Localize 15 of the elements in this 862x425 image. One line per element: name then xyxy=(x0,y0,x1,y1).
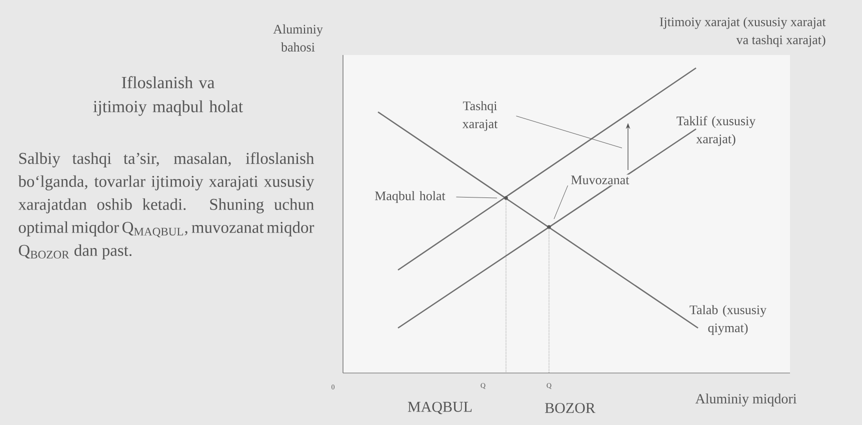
curve-label: Talab (xususiy qiymat) xyxy=(690,305,766,335)
paragraph: Salbiy tashqi ta’sir, masalan, ifloslanish bo‘lganda, tovarlar ijtimoiy xarajati xususiy xarajatdan oshib ketadi. Shuning uchun optimal miqdor Q$_{MAQBUL}$, muvozanat miqdor Q$_{BOZOR}$ dan past. xyxy=(18,152,314,260)
point-label: Maqbul holat xyxy=(375,191,446,203)
axis-title: Aluminiy miqdori xyxy=(695,394,796,406)
leader-line xyxy=(554,185,568,220)
curve-label: Tashqi xarajat xyxy=(462,101,498,131)
axis-label: BOZOR xyxy=(545,402,596,414)
leader-line xyxy=(456,196,498,198)
curve-label: Ijtimoiy xarajat (xususiy xarajat va tashqi xarajat) xyxy=(660,17,826,47)
heading: Ifloslanish va ijtimoiy maqbul holat xyxy=(93,76,243,116)
point-label: Muvozanat xyxy=(568,174,632,186)
curve-label: Taklif (xususiy xarajat) xyxy=(676,116,756,146)
axis-title: Aluminiy bahosi xyxy=(273,24,323,52)
axis-label: MAQBUL xyxy=(408,402,472,414)
leader-line xyxy=(516,116,622,148)
